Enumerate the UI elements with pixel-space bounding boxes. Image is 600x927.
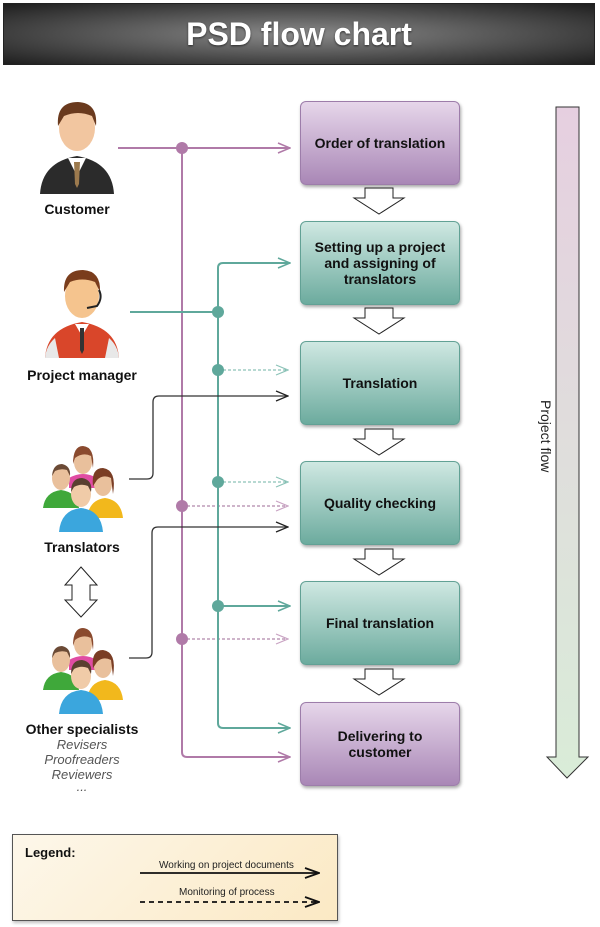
- legend: Legend: Working on project documents Mon…: [12, 834, 338, 921]
- role-item: Reviewers: [51, 767, 113, 782]
- manager-trunk-up: [217, 263, 290, 312]
- title-bar: PSD flow chart: [3, 3, 595, 65]
- role-item: Revisers: [56, 737, 108, 752]
- actor-translators: Translators: [32, 442, 132, 555]
- manager-node: [212, 364, 224, 376]
- customer-node: [176, 500, 188, 512]
- step-arrow-icon: [352, 187, 406, 215]
- legend-lines: [140, 835, 339, 922]
- step-arrow-icon: [352, 428, 406, 456]
- step-project-setup: Setting up a project and assigning of tr…: [300, 221, 460, 305]
- actor-label: Other specialists: [25, 721, 139, 737]
- manager-trunk-down: [217, 312, 290, 728]
- customer-trunk: [181, 148, 290, 757]
- specialists-line: [129, 527, 288, 659]
- customer-node: [176, 142, 188, 154]
- actor-label: Project manager: [27, 367, 137, 383]
- manager-node: [212, 600, 224, 612]
- operator-headset-icon: [45, 270, 119, 358]
- legend-title: Legend:: [25, 845, 76, 860]
- group-people-icon: [43, 628, 123, 714]
- role-item: ...: [76, 779, 88, 794]
- actor-project-manager: Project manager: [14, 262, 150, 383]
- group-people-icon: [43, 446, 123, 532]
- project-flow-arrow: [545, 106, 590, 779]
- actor-label: Customer: [44, 201, 110, 217]
- step-translation: Translation: [300, 341, 460, 425]
- manager-node: [212, 306, 224, 318]
- legend-item-label: Working on project documents: [159, 860, 294, 871]
- step-arrow-icon: [352, 307, 406, 335]
- actor-label: Translators: [44, 539, 120, 555]
- translators-line: [129, 396, 288, 480]
- step-arrow-icon: [352, 548, 406, 576]
- businessman-icon: [40, 102, 114, 194]
- project-flow-label: Project flow: [538, 400, 554, 473]
- double-arrow-icon: [63, 566, 99, 618]
- step-arrow-icon: [352, 668, 406, 696]
- step-order-of-translation: Order of translation: [300, 101, 460, 185]
- customer-node: [176, 633, 188, 645]
- role-item: Proofreaders: [44, 752, 120, 767]
- page-title: PSD flow chart: [186, 15, 412, 52]
- step-delivering: Delivering to customer: [300, 702, 460, 786]
- manager-node: [212, 476, 224, 488]
- actor-customer: Customer: [22, 96, 132, 217]
- legend-item-label: Monitoring of process: [179, 887, 275, 898]
- actor-other-specialists: Other specialists Revisers Proofreaders …: [12, 624, 152, 794]
- step-quality-checking: Quality checking: [300, 461, 460, 545]
- step-final-translation: Final translation: [300, 581, 460, 665]
